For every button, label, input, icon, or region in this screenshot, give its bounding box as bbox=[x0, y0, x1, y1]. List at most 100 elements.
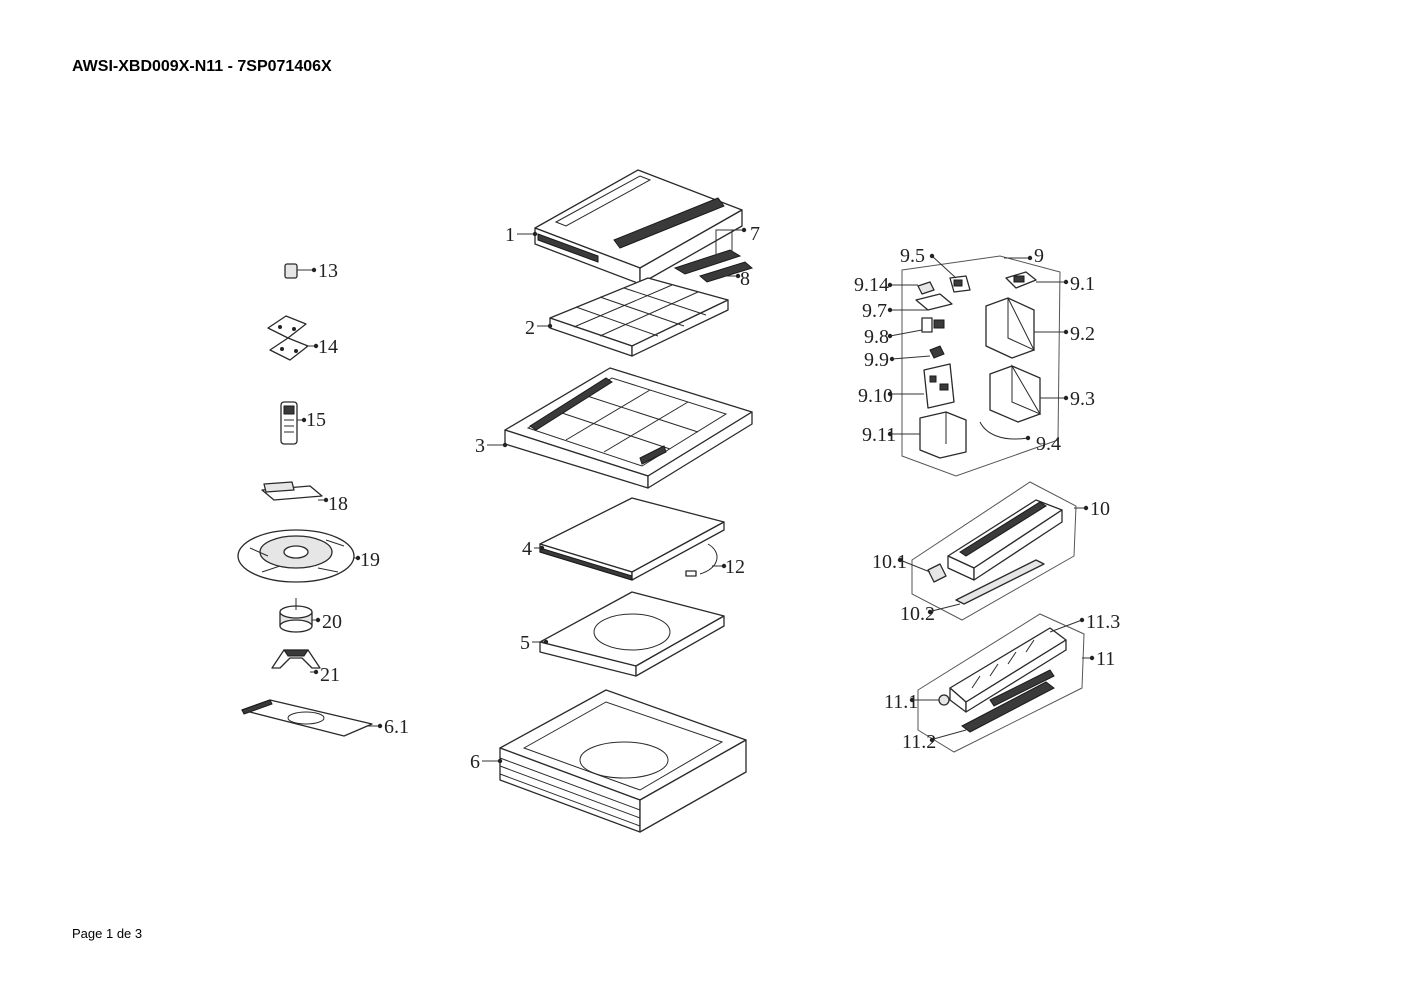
callout-21: 21 bbox=[310, 664, 340, 686]
callout-1: 1 bbox=[505, 224, 538, 246]
callout-11-1: 11.1 bbox=[884, 691, 939, 713]
svg-text:1: 1 bbox=[505, 224, 515, 246]
callout-4: 4 bbox=[522, 538, 545, 560]
svg-text:9.10: 9.10 bbox=[858, 385, 893, 407]
svg-text:6.1: 6.1 bbox=[384, 716, 409, 738]
svg-text:11.1: 11.1 bbox=[884, 691, 918, 713]
callout-14: 14 bbox=[306, 336, 338, 358]
part-9-14 bbox=[917, 281, 935, 295]
svg-text:10: 10 bbox=[1090, 498, 1110, 520]
part-21-motor-bracket bbox=[271, 649, 321, 669]
part-9-8 bbox=[921, 317, 945, 333]
page-number: Page 1 de 3 bbox=[72, 926, 143, 941]
part-9-11 bbox=[919, 411, 967, 459]
svg-text:5: 5 bbox=[520, 632, 530, 654]
callout-9-8: 9.8 bbox=[864, 326, 923, 348]
part-9-10 bbox=[923, 363, 955, 409]
part-1-front-panel bbox=[534, 169, 743, 285]
part-18-bracket bbox=[261, 481, 323, 501]
callout-6-1: 6.1 bbox=[366, 716, 409, 738]
part-19-fan-wheel bbox=[237, 529, 355, 583]
svg-text:9.14: 9.14 bbox=[854, 274, 889, 296]
callout-9-14: 9.14 bbox=[854, 274, 918, 296]
part-12-sensor bbox=[685, 543, 718, 577]
svg-text:12: 12 bbox=[725, 556, 745, 578]
part-14-brackets bbox=[267, 315, 309, 361]
callout-9: 9 bbox=[1004, 245, 1044, 267]
callout-10: 10 bbox=[1074, 498, 1110, 520]
svg-text:2: 2 bbox=[525, 317, 535, 339]
svg-text:14: 14 bbox=[318, 336, 338, 358]
callout-7: 7 bbox=[715, 223, 760, 256]
callout-9-4: 9.4 bbox=[1025, 433, 1061, 455]
callout-9-9: 9.9 bbox=[864, 349, 931, 371]
svg-text:19: 19 bbox=[360, 549, 380, 571]
part-3-frame bbox=[504, 367, 753, 489]
callout-18: 18 bbox=[318, 493, 348, 515]
svg-text:10.1: 10.1 bbox=[872, 551, 907, 573]
svg-text:11.2: 11.2 bbox=[902, 731, 936, 753]
callout-12: 12 bbox=[712, 556, 745, 578]
group-11-outline bbox=[917, 613, 1085, 753]
svg-text:4: 4 bbox=[522, 538, 532, 560]
part-13-clip bbox=[284, 263, 298, 279]
svg-text:11: 11 bbox=[1096, 648, 1115, 670]
part-9-4 bbox=[979, 421, 1029, 440]
part-20-motor bbox=[279, 598, 313, 633]
svg-text:6: 6 bbox=[470, 751, 480, 773]
callout-9-1: 9.1 bbox=[1036, 273, 1095, 295]
document-title: AWSI-XBD009X-N11 - 7SP071406X bbox=[72, 58, 332, 75]
svg-text:9.5: 9.5 bbox=[900, 245, 925, 267]
part-9-1 bbox=[1005, 271, 1037, 289]
part-15-remote-control bbox=[280, 401, 298, 445]
svg-text:8: 8 bbox=[740, 268, 750, 290]
svg-text:9.2: 9.2 bbox=[1070, 323, 1095, 345]
svg-text:9.4: 9.4 bbox=[1036, 433, 1061, 455]
part-5-drain-pan bbox=[539, 591, 725, 677]
part-9-7 bbox=[915, 293, 953, 311]
callout-3: 3 bbox=[475, 435, 508, 457]
callout-9-10: 9.10 bbox=[858, 385, 924, 407]
part-11-1 bbox=[938, 694, 950, 706]
callout-9-3: 9.3 bbox=[1040, 388, 1095, 410]
svg-text:13: 13 bbox=[318, 260, 338, 282]
svg-text:9.7: 9.7 bbox=[862, 300, 887, 322]
callout-10-1: 10.1 bbox=[872, 551, 931, 573]
callout-19: 19 bbox=[354, 549, 380, 571]
callout-11-3: 11.3 bbox=[1049, 611, 1120, 633]
callout-5: 5 bbox=[520, 632, 549, 654]
svg-text:9.11: 9.11 bbox=[862, 424, 896, 446]
callout-10-2: 10.2 bbox=[900, 603, 961, 625]
callout-9-7: 9.7 bbox=[862, 300, 928, 322]
group-9-outline bbox=[901, 255, 1061, 477]
svg-text:9.9: 9.9 bbox=[864, 349, 889, 371]
svg-text:9.1: 9.1 bbox=[1070, 273, 1095, 295]
part-6-1-base-plate bbox=[241, 699, 373, 737]
callout-11: 11 bbox=[1082, 648, 1115, 670]
callout-8: 8 bbox=[722, 268, 750, 290]
part-7-8-filters bbox=[673, 249, 754, 283]
callout-15: 15 bbox=[297, 409, 326, 431]
part-4-heat-exchanger bbox=[539, 497, 725, 581]
callout-9-5: 9.5 bbox=[900, 245, 957, 279]
callout-20: 20 bbox=[312, 611, 342, 633]
callout-2: 2 bbox=[525, 317, 553, 339]
part-10-2 bbox=[955, 559, 1045, 605]
svg-text:9: 9 bbox=[1034, 245, 1044, 267]
group-10-outline bbox=[911, 481, 1077, 621]
callout-9-11: 9.11 bbox=[862, 424, 920, 446]
svg-text:18: 18 bbox=[328, 493, 348, 515]
callout-6: 6 bbox=[470, 751, 503, 773]
svg-text:10.2: 10.2 bbox=[900, 603, 935, 625]
svg-text:15: 15 bbox=[306, 409, 326, 431]
svg-text:21: 21 bbox=[320, 664, 340, 686]
part-2-grille bbox=[549, 277, 729, 357]
svg-text:3: 3 bbox=[475, 435, 485, 457]
part-10-electrical-box bbox=[947, 499, 1063, 581]
svg-text:7: 7 bbox=[750, 223, 760, 245]
callout-9-2: 9.2 bbox=[1034, 323, 1095, 345]
part-11-2 bbox=[961, 681, 1055, 733]
svg-text:11.3: 11.3 bbox=[1086, 611, 1120, 633]
part-9-2 bbox=[985, 297, 1036, 359]
